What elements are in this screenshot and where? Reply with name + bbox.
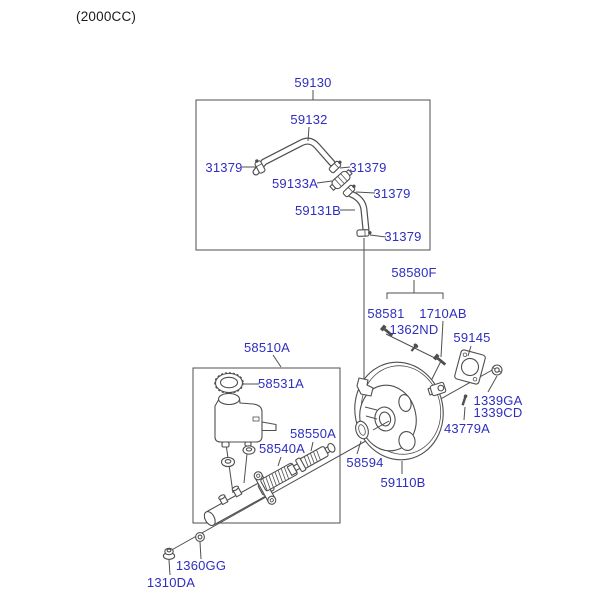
- vacuum-hose-upper: [256, 141, 332, 172]
- part-number-58581[interactable]: 58581: [367, 306, 404, 321]
- nut-1362nd: [409, 343, 419, 353]
- part-number-1362nd[interactable]: 1362ND: [390, 322, 439, 337]
- part-number-31379-right-mid[interactable]: 31379: [373, 186, 410, 201]
- washer-nut-1360gg: [196, 533, 205, 542]
- part-number-31379-left[interactable]: 31379: [205, 160, 242, 175]
- part-number-58531a[interactable]: 58531A: [258, 376, 304, 391]
- part-number-58594[interactable]: 58594: [346, 455, 383, 470]
- primary-piston-kit: [260, 460, 302, 491]
- reservoir: [215, 394, 276, 448]
- assembly-axis-line: [168, 369, 494, 552]
- part-number-59145[interactable]: 59145: [453, 330, 490, 345]
- booster-mount-nut: [492, 365, 502, 375]
- part-number-59131b[interactable]: 59131B: [295, 203, 341, 218]
- part-number-1310da[interactable]: 1310DA: [147, 575, 195, 590]
- reservoir-port-line-left: [226, 444, 233, 493]
- part-number-59130[interactable]: 59130: [294, 75, 331, 90]
- part-number-1360gg[interactable]: 1360GG: [176, 558, 226, 573]
- reservoir-grommet-lower: [222, 457, 235, 466]
- reservoir-grommet-upper: [243, 446, 255, 454]
- part-number-1710ab[interactable]: 1710AB: [419, 306, 466, 321]
- bolt-1710ab: [433, 354, 447, 367]
- part-number-58550a[interactable]: 58550A: [290, 426, 336, 441]
- part-number-31379-right-upper[interactable]: 31379: [349, 160, 386, 175]
- part-number-31379-bottom[interactable]: 31379: [384, 229, 421, 244]
- part-number-59110b[interactable]: 59110B: [380, 475, 425, 490]
- part-number-58540a[interactable]: 58540A: [259, 441, 305, 456]
- part-number-59133a[interactable]: 59133A: [272, 176, 318, 191]
- vacuum-hose-lower: [351, 194, 366, 230]
- booster-gasket: [454, 349, 486, 384]
- part-number-43779a[interactable]: 43779A: [444, 421, 490, 436]
- part-number-58580f[interactable]: 58580F: [391, 265, 436, 280]
- reservoir-cap: [216, 374, 243, 393]
- flange-nut-1310da: [163, 548, 174, 559]
- engine-variant-label: (2000CC): [76, 9, 136, 24]
- stop-pin: [461, 394, 468, 406]
- part-number-59132[interactable]: 59132: [290, 112, 327, 127]
- part-number-58510a[interactable]: 58510A: [244, 340, 290, 355]
- part-number-1339cd[interactable]: 1339CD: [474, 405, 523, 420]
